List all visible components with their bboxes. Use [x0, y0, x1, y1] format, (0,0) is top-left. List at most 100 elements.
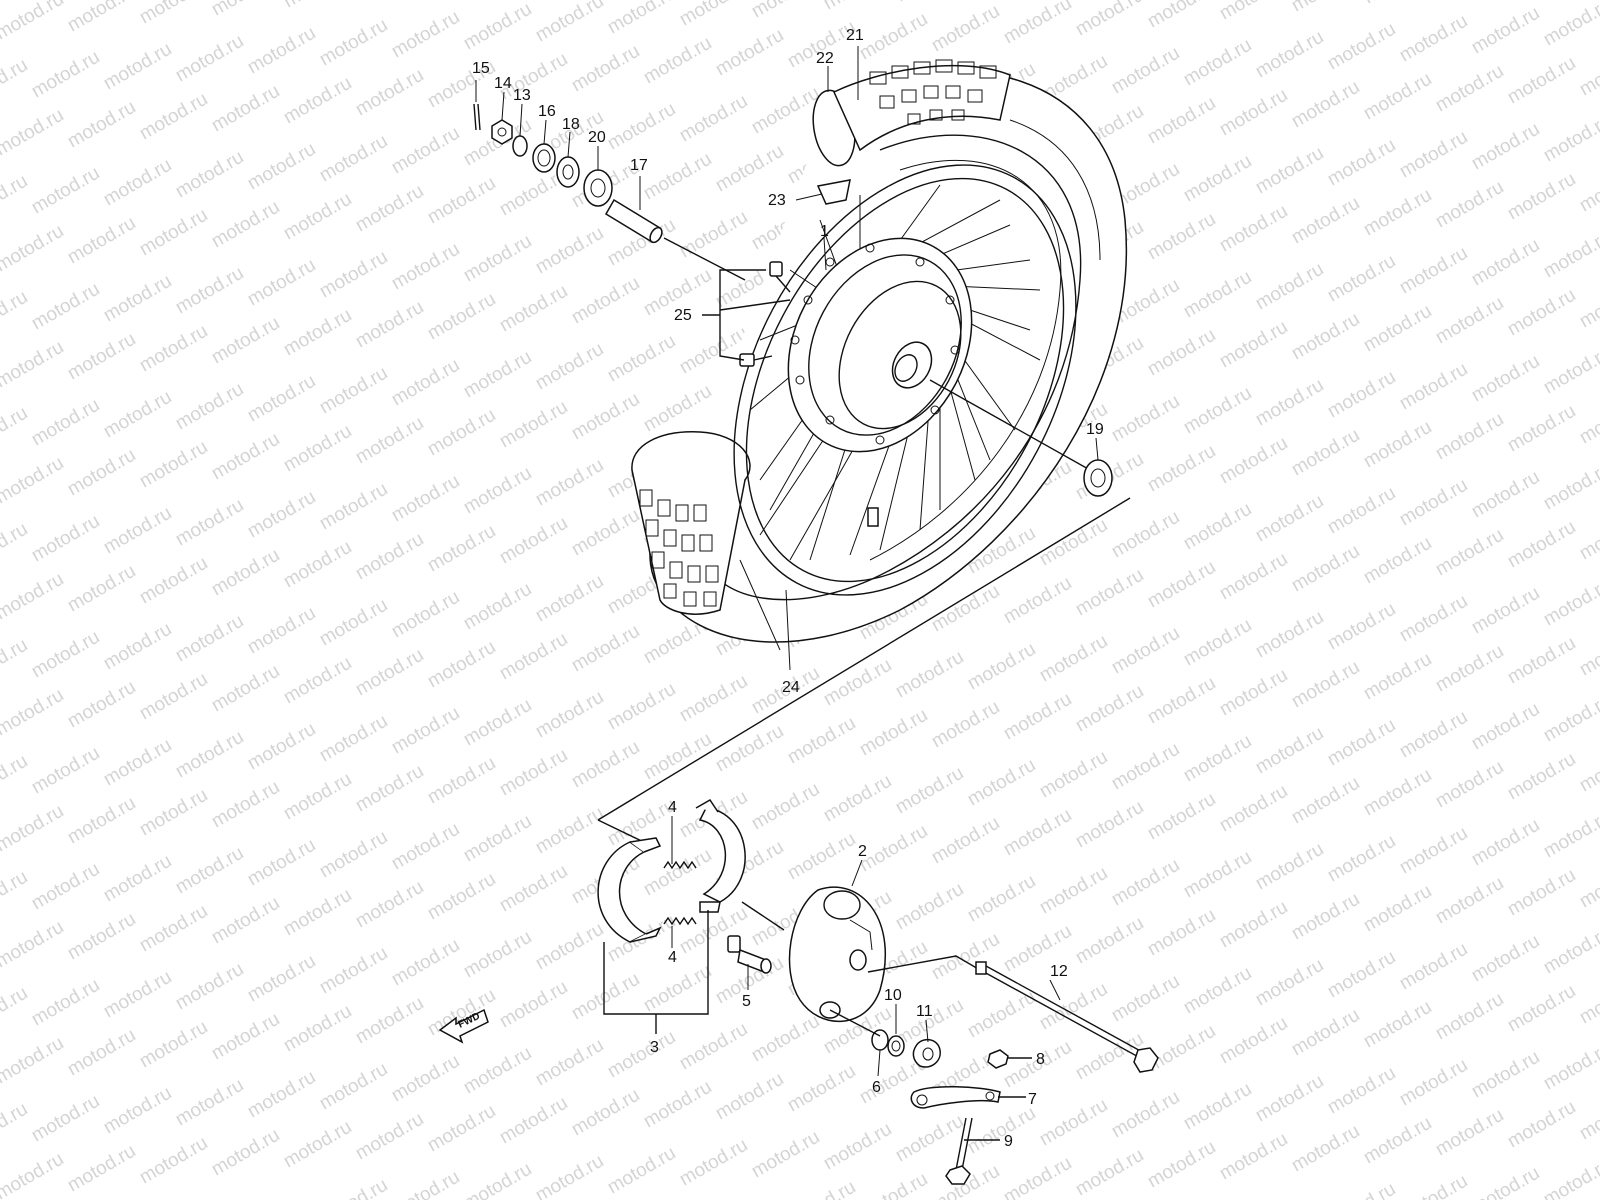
watermark-text: motod.ru [424, 869, 499, 925]
watermark-text: motod.ru [280, 0, 355, 12]
callout-15: 15 [472, 60, 490, 77]
watermark-text: motod.ru [388, 471, 463, 527]
watermark-text: motod.ru [0, 221, 67, 277]
watermark-text: motod.ru [1396, 475, 1471, 531]
watermark-text: motod.ru [316, 827, 391, 883]
watermark-text: motod.ru [604, 331, 679, 387]
watermark-text: motod.ru [1576, 625, 1600, 681]
watermark-text: motod.ru [1180, 267, 1255, 323]
watermark-text: motod.ru [964, 871, 1039, 927]
watermark-text: motod.ru [1324, 367, 1399, 423]
watermark-text: motod.ru [1216, 1013, 1291, 1069]
watermark-text: motod.ru [748, 1127, 823, 1183]
watermark-text: motod.ru [1360, 185, 1435, 241]
watermark-text: motod.ru [676, 91, 751, 147]
watermark-text: motod.ru [136, 901, 211, 957]
watermark-text: motod.ru [0, 983, 31, 1039]
watermark-text: motod.ru [100, 851, 175, 907]
watermark-text: motod.ru [1180, 35, 1255, 91]
watermark-text: motod.ru [1360, 0, 1435, 8]
watermark-text: motod.ru [1144, 325, 1219, 381]
watermark-text: motod.ru [460, 347, 535, 403]
watermark-text: motod.ru [460, 1159, 535, 1200]
watermark-text: motod.ru [388, 1167, 463, 1200]
watermark-text: motod.ru [208, 1009, 283, 1065]
watermark-text: motod.ru [1432, 409, 1507, 465]
watermark-text: motod.ru [1252, 259, 1327, 315]
watermark-text: motod.ru [208, 81, 283, 137]
watermark-text: motod.ru [1576, 857, 1600, 913]
watermark-text: motod.ru [244, 139, 319, 195]
watermark-text: motod.ru [1252, 723, 1327, 779]
watermark-text: motod.ru [1072, 913, 1147, 969]
watermark-text: motod.ru [136, 321, 211, 377]
callout-7: 7 [1028, 1091, 1037, 1108]
watermark-text: motod.ru [424, 1101, 499, 1157]
watermark-text: motod.ru [1000, 805, 1075, 861]
watermark-text: motod.ru [1540, 0, 1600, 50]
watermark-text: motod.ru [496, 281, 571, 337]
watermark-text: motod.ru [28, 627, 103, 683]
watermark-text: motod.ru [208, 1125, 283, 1181]
watermark-text: motod.ru [208, 777, 283, 833]
watermark-text: motod.ru [1396, 591, 1471, 647]
callout-24: 24 [782, 679, 800, 696]
watermark-text: motod.ru [1144, 905, 1219, 961]
watermark-text: motod.ru [1324, 1179, 1399, 1200]
watermark-text: motod.ru [1072, 797, 1147, 853]
callout-14: 14 [494, 75, 512, 92]
watermark-text: motod.ru [316, 479, 391, 535]
watermark-text: motod.ru [1072, 681, 1147, 737]
watermark-text: motod.ru [1576, 45, 1600, 101]
watermark-text: motod.ru [964, 1103, 1039, 1159]
watermark-text: motod.ru [208, 197, 283, 253]
watermark-text: motod.ru [1396, 127, 1471, 183]
watermark-text: motod.ru [100, 387, 175, 443]
watermark-text: motod.ru [1252, 143, 1327, 199]
watermark-text: motod.ru [352, 761, 427, 817]
watermark-text: motod.ru [712, 25, 787, 81]
watermark-text: motod.ru [1036, 747, 1111, 803]
watermark-text: motod.ru [1504, 53, 1579, 109]
watermark-text: motod.ru [244, 951, 319, 1007]
watermark-text: motod.ru [172, 959, 247, 1015]
watermark-text: motod.ru [1360, 881, 1435, 937]
watermark-text: motod.ru [1144, 1021, 1219, 1077]
watermark-text: motod.ru [0, 105, 67, 161]
watermark-text: motod.ru [1072, 0, 1147, 40]
watermark-text: motod.ru [136, 1133, 211, 1189]
watermark-text: motod.ru [352, 529, 427, 585]
watermark-text: motod.ru [1108, 855, 1183, 911]
watermark-text: motod.ru [424, 289, 499, 345]
callout-20: 20 [588, 129, 606, 146]
watermark-text: motod.ru [172, 1075, 247, 1131]
watermark-text: motod.ru [1396, 1171, 1471, 1200]
watermark-text: motod.ru [1540, 807, 1600, 863]
watermark-text: motod.ru [388, 819, 463, 875]
watermark-text: motod.ru [316, 15, 391, 71]
watermark-text: motod.ru [892, 879, 967, 935]
watermark-text: motod.ru [1504, 633, 1579, 689]
watermark-text: motod.ru [244, 603, 319, 659]
callout-4-lower: 4 [668, 949, 677, 966]
watermark-text: motod.ru [424, 637, 499, 693]
watermark-text: motod.ru [532, 687, 607, 743]
watermark-text: motod.ru [172, 843, 247, 899]
watermark-text: motod.ru [0, 287, 31, 343]
watermark-text: motod.ru [1504, 517, 1579, 573]
watermark-text: motod.ru [0, 751, 31, 807]
watermark-text: motod.ru [172, 495, 247, 551]
watermark-text: motod.ru [532, 455, 607, 511]
watermark-text: motod.ru [1540, 459, 1600, 515]
watermark-text: motod.ru [1396, 823, 1471, 879]
watermark-text: motod.ru [640, 149, 715, 205]
watermark-text: motod.ru [640, 381, 715, 437]
watermark-text: motod.ru [640, 961, 715, 1017]
watermark-text: motod.ru [892, 1111, 967, 1167]
watermark-text: motod.ru [748, 83, 823, 139]
watermark-text: motod.ru [64, 445, 139, 501]
watermark-text: motod.ru [460, 695, 535, 751]
watermark-text: motod.ru [1288, 0, 1363, 16]
watermark-text: motod.ru [568, 389, 643, 445]
watermark-text: motod.ru [1144, 1137, 1219, 1193]
